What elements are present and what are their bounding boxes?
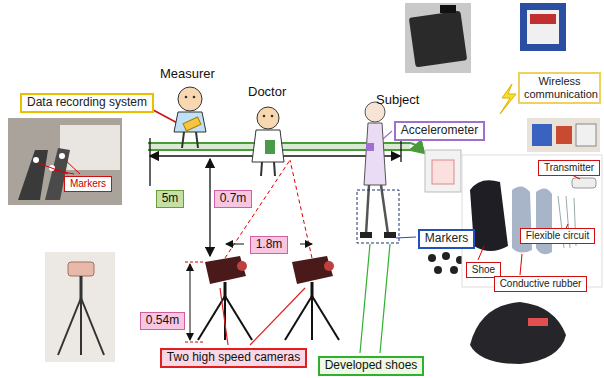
callout-box: Developed shoes [318,356,424,376]
photo-tablet [405,3,471,73]
box-text: Markers [70,178,106,189]
figure-label: Subject [376,92,419,107]
box-text: Two high speed cameras [167,350,300,364]
callout-box: Markers [418,229,475,249]
box-text: Markers [425,231,468,245]
doctor-figure [252,107,284,176]
callout-box: Accelerometer [394,121,485,141]
dimension-box: 5m [156,190,184,208]
figure-label: Measurer [160,66,215,81]
box-text: Flexible circuit [526,230,589,241]
callout-box: Data recording system [20,93,154,113]
photo-shoe-parts [462,155,602,287]
lightning-symbol [500,84,516,114]
box-text: Developed shoes [325,358,418,372]
subject-figure [357,102,399,243]
camera-view-lines [225,160,312,258]
photo-marker-box [425,150,461,192]
box-text: 5m [162,191,179,205]
photo-markers-legs [8,118,122,205]
box-text: Wireless communication [524,75,598,100]
measurer-figure [174,87,206,148]
high-speed-camera [198,256,339,340]
callout-box: Markers [64,176,112,192]
box-text: 0.54m [146,313,179,327]
dimension-box: 0.7m [214,190,252,208]
callout-box: Transmitter [538,160,600,176]
box-text: Transmitter [544,162,594,173]
box-text: Data recording system [27,95,147,109]
photo-device [520,3,566,51]
photo-shoe [462,290,575,372]
dimension-box: 0.54m [140,312,185,330]
photo-marker-items [428,252,464,274]
box-text: Accelerometer [401,123,478,137]
callout-box: Flexible circuit [520,228,595,244]
box-text: Shoe [472,264,495,275]
dimension-box: 1.8m [250,236,288,254]
photo-modules [527,118,600,152]
callout-box: Conductive rubber [494,276,587,292]
dimension-054 [185,262,205,342]
callout-box: Two high speed cameras [160,348,307,368]
callout-box: Wireless communication [518,72,601,104]
box-text: 0.7m [220,191,247,205]
figure-label: Doctor [248,84,286,99]
box-text: 1.8m [256,237,283,251]
photo-tripod [45,252,115,362]
box-text: Conductive rubber [500,278,582,289]
